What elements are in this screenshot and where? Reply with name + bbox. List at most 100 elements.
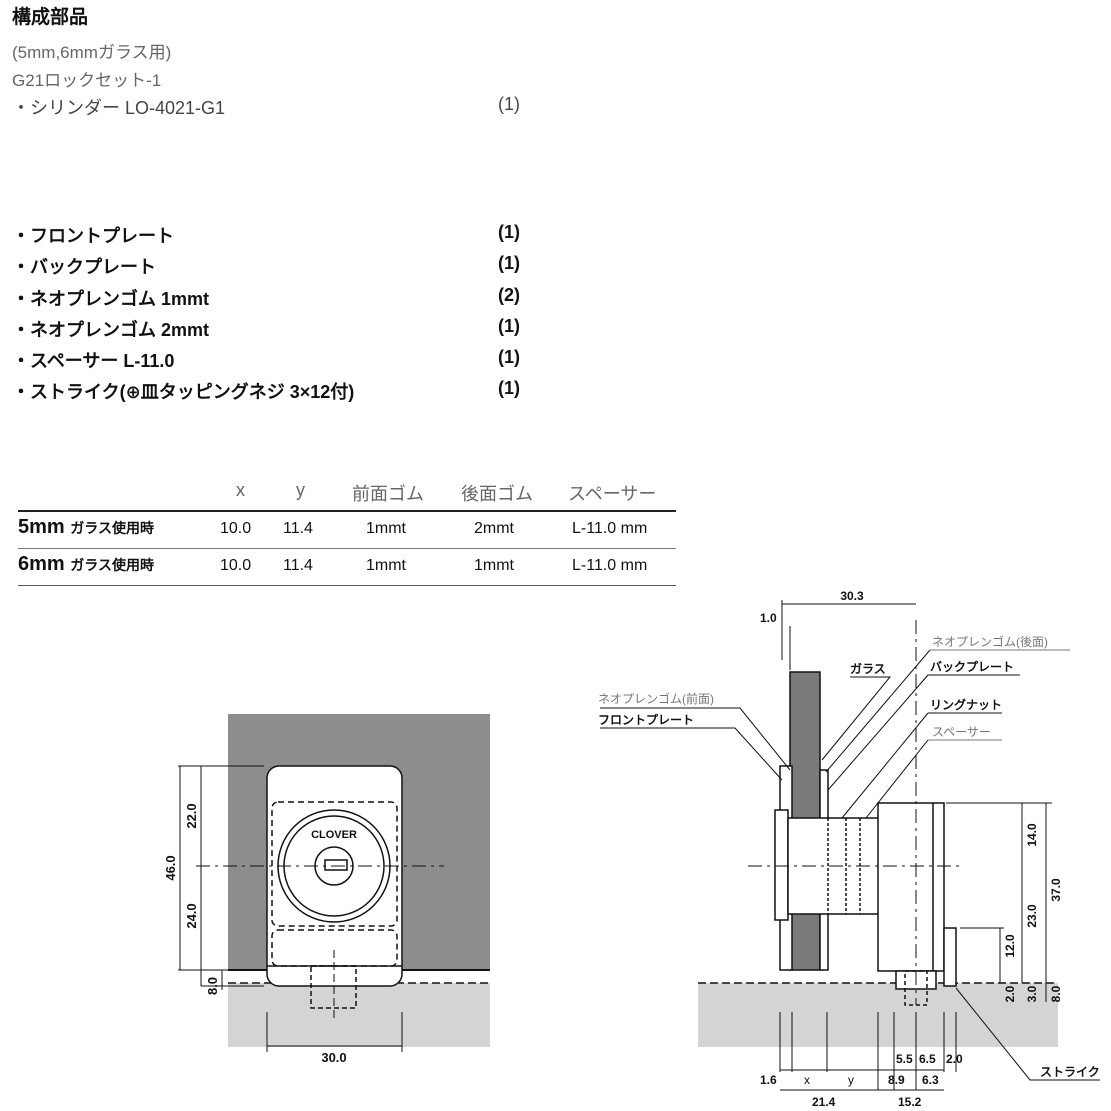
part-qty: (1) xyxy=(498,347,520,367)
header-x: x xyxy=(236,480,245,500)
leader-neo-back xyxy=(825,649,931,773)
cylinder-head xyxy=(774,809,789,921)
dim-5-5: 5.5 xyxy=(896,1052,913,1066)
part-name: ・バックプレート xyxy=(12,257,156,277)
part-name: ・ストライク(⊕皿タッピングネジ 3×12付) xyxy=(12,382,355,402)
part-qty: (2) xyxy=(498,285,520,305)
dim-6-3: 6.3 xyxy=(922,1073,939,1087)
leader-spacer xyxy=(865,739,929,819)
cell-spacer: L-11.0 mm xyxy=(572,520,648,537)
cell-y: 11.4 xyxy=(283,557,313,574)
part-name: ・ネオプレンゴム 1mmt xyxy=(12,289,210,309)
part-name: ・スペーサー L-11.0 xyxy=(12,351,175,371)
strike-plate xyxy=(943,927,957,987)
part-qty: (1) xyxy=(498,94,520,114)
part-qty: (1) xyxy=(498,253,520,273)
leader-neo-front xyxy=(600,707,791,771)
dim-lower: 24.0 xyxy=(184,903,199,928)
cell-y: 11.4 xyxy=(283,520,313,537)
dim-3: 3.0 xyxy=(1025,985,1039,1002)
cell-front: 1mmt xyxy=(366,557,406,574)
side-labels: ネオプレンゴム(前面) フロントプレート ネオプレンゴム(後面) ガラス バック… xyxy=(598,634,1100,1079)
header-front-rubber: 前面ゴム xyxy=(352,484,424,504)
part-name: ・フロントプレート xyxy=(12,226,174,246)
dim-2: 2.0 xyxy=(1003,985,1017,1002)
label-strike: ストライク xyxy=(1040,1065,1100,1079)
cell-x: 10.0 xyxy=(220,557,252,574)
front-view: CLOVER xyxy=(178,714,490,1052)
label-neo-back: ネオプレンゴム(後面) xyxy=(932,634,1048,649)
cell-back: 1mmt xyxy=(474,557,514,574)
dim-23: 23.0 xyxy=(1025,904,1039,928)
label-back-plate: バックプレート xyxy=(930,659,1014,674)
dim-8-9: 8.9 xyxy=(888,1073,905,1087)
dim-8: 8.0 xyxy=(1049,985,1063,1002)
spec-table: x y 前面ゴム 後面ゴム スペーサー 5mm ガラス使用時 10.0 11.4… xyxy=(18,474,676,586)
leader-ring-nut xyxy=(841,712,929,819)
page-title: 構成部品 xyxy=(12,7,89,28)
table-row: 5mm ガラス使用時 10.0 11.4 1mmt 2mmt L-11.0 mm xyxy=(18,512,676,549)
plate-hidden xyxy=(271,801,398,927)
part-row: ・スペーサー L-11.0 (1) xyxy=(12,347,552,375)
header-y: y xyxy=(296,480,305,500)
brand-text: CLOVER xyxy=(311,829,357,841)
screw-hidden xyxy=(310,965,357,1009)
glass-label: 6mm ガラス使用時 xyxy=(18,553,154,575)
dim-height: 46.0 xyxy=(163,855,178,880)
part-row: ・ネオプレンゴム 1mmt (2) xyxy=(12,285,552,313)
part-row: ・ネオプレンゴム 2mmt (1) xyxy=(12,316,552,344)
dim-glass-gap: 1.0 xyxy=(760,611,777,625)
label-front-plate: フロントプレート xyxy=(598,712,694,727)
header-back-rubber: 後面ゴム xyxy=(461,484,533,504)
dim-14: 14.0 xyxy=(1025,823,1039,847)
header-spacer: スペーサー xyxy=(568,484,657,504)
leader-strike xyxy=(955,987,1100,1081)
cylinder-row: ・シリンダー LO-4021-G1 (1) xyxy=(12,94,552,122)
label-spacer: スペーサー xyxy=(932,725,991,739)
dim-12: 12.0 xyxy=(1003,934,1017,958)
side-dimensions: 30.3 1.0 14.0 23.0 37.0 12.0 2.0 3.0 8.0… xyxy=(760,589,1063,1109)
label-neo-front: ネオプレンゴム(前面) xyxy=(598,691,714,706)
part-qty: (1) xyxy=(498,222,520,242)
glass-label: 5mm ガラス使用時 xyxy=(18,516,154,538)
table-rule xyxy=(18,585,676,586)
dim-width: 30.0 xyxy=(321,1050,346,1065)
part-row: ・バックプレート (1) xyxy=(12,253,552,281)
table-row: 6mm ガラス使用時 10.0 11.4 1mmt 1mmt L-11.0 mm xyxy=(18,549,676,585)
dim-x: x xyxy=(804,1073,810,1087)
label-glass: ガラス xyxy=(850,661,886,676)
floor-area xyxy=(228,983,490,1047)
label-ring-nut: リングナット xyxy=(930,697,1002,712)
spec-table-header: x y 前面ゴム 後面ゴム スペーサー xyxy=(18,474,676,510)
cell-back: 2mmt xyxy=(474,520,514,537)
part-name: ・ネオプレンゴム 2mmt xyxy=(12,320,210,340)
leader-back-plate xyxy=(827,674,929,791)
front-dimensions: 46.0 22.0 24.0 8.0 30.0 xyxy=(163,803,347,1065)
set-name: G21ロックセット-1 xyxy=(12,71,162,90)
keyhole-icon xyxy=(324,859,348,871)
subtitle: (5mm,6mmガラス用) xyxy=(12,43,172,62)
dim-37: 37.0 xyxy=(1049,878,1063,902)
dim-21-4: 21.4 xyxy=(812,1095,836,1109)
cell-spacer: L-11.0 mm xyxy=(572,557,648,574)
dim-y: y xyxy=(848,1073,854,1087)
part-row: ・ストライク(⊕皿タッピングネジ 3×12付) (1) xyxy=(12,378,552,406)
table-rule xyxy=(18,510,676,512)
dim-top-width: 30.3 xyxy=(840,589,864,603)
part-qty: (1) xyxy=(498,316,520,336)
side-view xyxy=(600,600,1100,1091)
dim-upper: 22.0 xyxy=(184,803,199,828)
lock-case xyxy=(877,802,945,972)
dim-1-6: 1.6 xyxy=(760,1073,777,1087)
dim-6-5: 6.5 xyxy=(919,1052,936,1066)
cell-x: 10.0 xyxy=(220,520,252,537)
part-name: ・シリンダー LO-4021-G1 xyxy=(12,98,226,118)
leader-front-plate xyxy=(600,727,783,781)
cell-front: 1mmt xyxy=(366,520,406,537)
dim-bottom: 8.0 xyxy=(205,977,220,995)
part-row: ・フロントプレート (1) xyxy=(12,222,552,250)
leader-glass xyxy=(821,676,892,761)
dim-15-2: 15.2 xyxy=(898,1095,922,1109)
part-qty: (1) xyxy=(498,378,520,398)
